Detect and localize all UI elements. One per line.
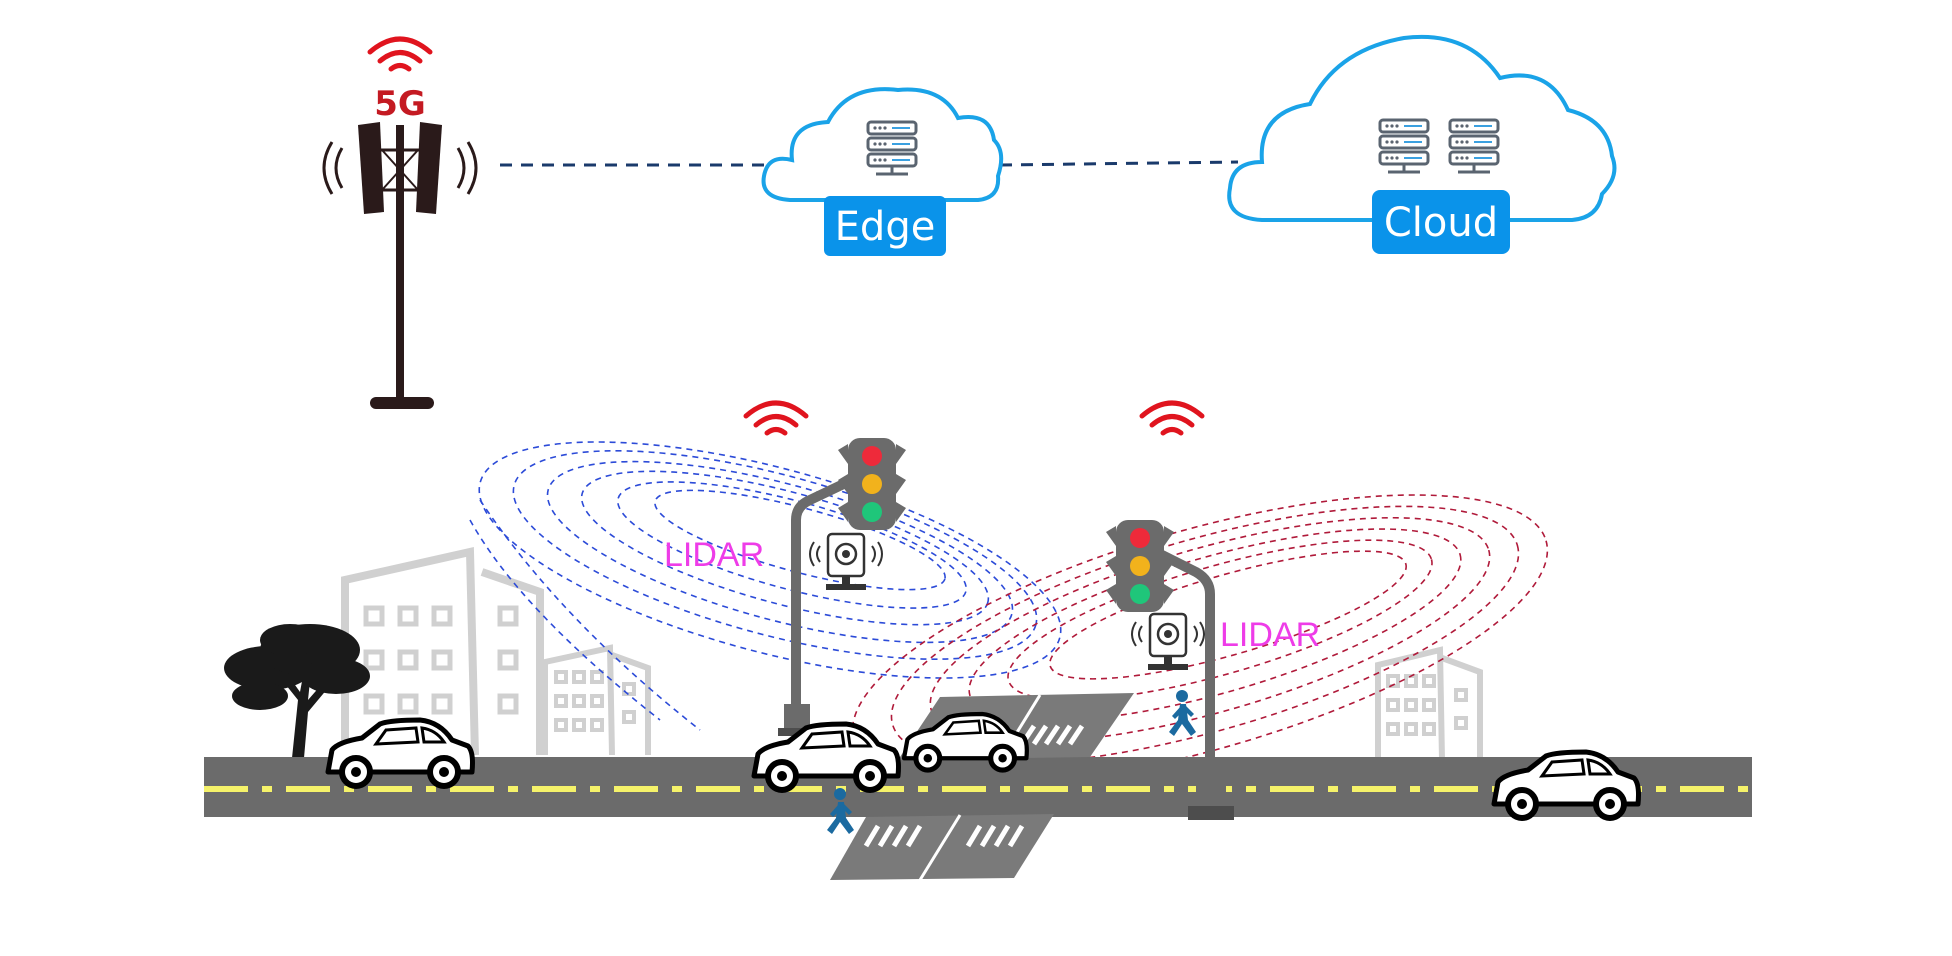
cloud-label-box <box>1372 190 1510 254</box>
building-left <box>341 547 544 756</box>
edge-cloud-link <box>999 160 1239 167</box>
lidar-camera-right-icon <box>1130 612 1206 672</box>
traffic-light-left-icon <box>838 438 906 530</box>
lidar-camera-left-icon <box>808 532 884 592</box>
tower-5g-label: 5G <box>374 84 426 124</box>
lidar-coverage-blue <box>469 441 1062 731</box>
lidar-label-left: LIDAR <box>664 536 764 574</box>
cloud-server-icon-2 <box>1450 120 1498 172</box>
cloud-label: Cloud <box>1384 200 1498 246</box>
pedestrian-icon-1 <box>1169 690 1196 736</box>
traffic-light-pole-right <box>1106 403 1234 820</box>
wifi-right-icon <box>1142 403 1202 433</box>
edge-cloud: Edge <box>761 87 1004 256</box>
tree-icon <box>224 624 370 758</box>
building-left-small <box>542 644 651 756</box>
lidar-coverage-red <box>851 494 1549 786</box>
crosswalk-lower <box>830 814 1054 881</box>
edge-label: Edge <box>835 204 936 250</box>
5g-tower-icon: 5G <box>322 39 478 409</box>
edge-server-icon <box>868 122 916 174</box>
wifi-left-icon <box>746 403 806 433</box>
traffic-light-right-icon <box>1106 520 1174 612</box>
traffic-light-pole-left <box>746 403 906 736</box>
cloud: Cloud <box>1227 34 1617 254</box>
lidar-label-right: LIDAR <box>1220 616 1320 654</box>
cloud-server-icon-1 <box>1380 120 1428 172</box>
edge-label-box <box>824 196 946 256</box>
